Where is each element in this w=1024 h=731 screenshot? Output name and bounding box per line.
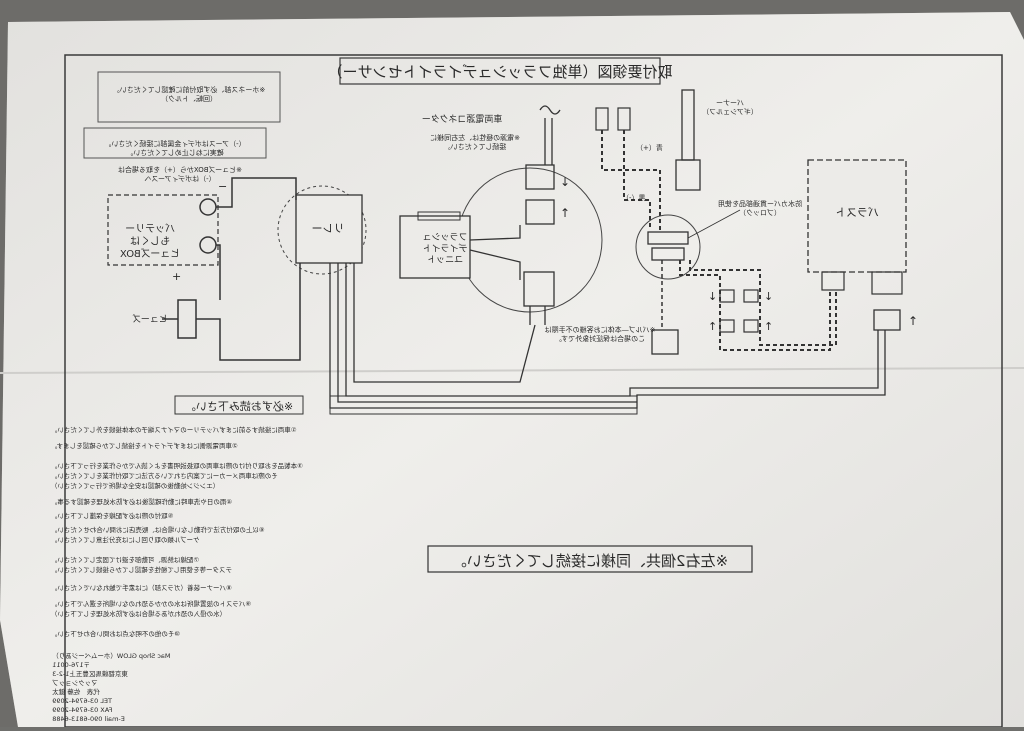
caution-item: テスター等を使用して極性を確認してから接続してください。: [51, 565, 239, 574]
relay-highlight-circle: [277, 185, 367, 275]
title-box: [339, 57, 661, 85]
connector-upper: [525, 164, 555, 190]
company-line: マックショップ: [52, 679, 98, 687]
caution-item: ⑦配線は熱源、可動部を避けて固定してください。: [51, 555, 199, 564]
caution-header-box: [174, 395, 304, 415]
flash-daylight-unit: [399, 215, 471, 279]
svg-text:↑: ↑: [908, 314, 918, 328]
vehicle-connector-label: 車両電源コネクター: [422, 113, 503, 125]
caution-item: ⑥以上の取付方法で作動しない場合は、販売店にお問い合わせください。: [51, 525, 265, 534]
bulb-label: バーナー（ギアシェルフ）: [702, 99, 758, 116]
relay-note-box: [97, 71, 281, 123]
svg-text:↓: ↓: [708, 290, 717, 303]
company-line: 〒176-0011: [52, 661, 90, 669]
wire-minus-relay: [216, 177, 297, 208]
company-info: Mac Shop GLOW（ホームページあり） 〒176-0011 東京都練馬区…: [52, 652, 171, 723]
ballast-harness: [679, 260, 831, 351]
connector-bottom: [523, 271, 555, 307]
svg-text:↑: ↑: [764, 320, 773, 333]
company-line: FAX 03-6794-2099: [52, 706, 112, 714]
caution-item: ⑨バラストの設置場所は水のかかる恐れのない場所を選んで下さい。: [51, 599, 251, 608]
arrow-down: ↓: [560, 175, 570, 189]
caution-item: ②車両電源側にはまずデイライトを接続してから確認をします。: [51, 441, 238, 450]
bottom-note-box: [427, 545, 753, 573]
caution-item: ①車両に接続する前にまずバッテリーのマイナス端子の本体接続を外してください。: [51, 425, 297, 434]
ballast-label: バラスト: [835, 206, 879, 219]
caution-item: （エンジン始動後の確認は安全な場所で行ってください）: [51, 481, 223, 490]
caution-item: ケーブル類の取り回しには充分注意してください。: [51, 535, 206, 544]
ballast-box: [807, 159, 907, 273]
vehicle-connector-note: ※電源の極性は、左右同様に接続してください。: [430, 133, 520, 151]
ground-note: （-）アースはボディ金属部に接続ください。確実にねじ止めしてください。: [104, 139, 245, 157]
caution-item: （水の侵入の恐れがある場合は必ず防水処理をして下さい）: [51, 609, 230, 618]
minus-sign: −: [218, 180, 227, 193]
bottom-note: ※左右2個共、同様に接続してください。: [452, 552, 728, 570]
company-line: E-mail 090-6813-6488: [52, 715, 125, 723]
wire-fuse-relay: [196, 263, 301, 361]
svg-text:↓: ↓: [764, 290, 773, 303]
battery-fuse-label: バッテリーもしくはヒューズBOX: [120, 223, 180, 260]
wire-blue: [601, 130, 661, 230]
wire-black-label: 黒（-）: [622, 194, 646, 202]
wire-blue-label: 青（+）: [636, 143, 663, 152]
wave-symbol: [539, 105, 561, 115]
fold-line: [0, 367, 1024, 374]
caution-item: ④雨の日や洗車時に動作確認後は必ず防水処理を確認する事。: [51, 497, 232, 506]
svg-text:↑: ↑: [708, 320, 717, 333]
fuse-label: ヒューズ: [132, 313, 168, 325]
connector-lower: [525, 199, 555, 225]
caution-list: ①車両に接続する前にまずバッテリーのマイナス端子の本体接続を外してください。 ②…: [51, 425, 303, 638]
plus-sign: +: [172, 270, 181, 283]
waterproof-label: 防水カバー貫通部品を使用（ブロック）: [718, 199, 802, 217]
caution-header: ※必ずお読み下さい。: [185, 399, 293, 413]
flash-unit-label: フラッシュデイライトユニット: [422, 232, 467, 266]
relay-label: リレー: [312, 222, 345, 235]
arrow-up: ↑: [560, 206, 570, 220]
caution-item: その際は車両メーカーにて案内されている方法にて取付作業をしてください。: [51, 471, 284, 480]
bulb-base-connector: [651, 329, 679, 355]
diagram-title: 取付要領図（単独フラッシュデイライトセンサー）: [327, 63, 672, 81]
lower-note: ※バルブ―本体にお客様の不手際はこの場合は保証対象外です。: [545, 325, 656, 343]
relay-top-note: ※ホーネス部、必ず取付前に確認してください。（回転、トルク）: [113, 85, 265, 103]
relay-box: [295, 194, 363, 264]
caution-item: ⑩その他の不明な点はお問い合わせ下さい。: [51, 629, 180, 638]
caution-item: ③本製品をお取り付けの際は車両の取扱説明書をよく読んでから作業を行って下さい。: [51, 461, 303, 470]
company-line: 代表 佐藤 健太: [52, 687, 100, 696]
company-line: Mac Shop GLOW（ホームページあり）: [52, 652, 170, 660]
relay-note: ※ヒューズBOXから（+）を取る場合は（-）はボディアースへ: [118, 165, 242, 183]
ballast-power-connector: [873, 309, 901, 331]
waterproof-highlight-circle: [635, 214, 701, 280]
battery-fuse-box: [107, 194, 219, 266]
wire-black: [623, 130, 651, 230]
ground-note-box: [83, 127, 267, 159]
caution-item: ⑧バーナー装着（ガラス部）には素手で触れないでください。: [51, 583, 232, 592]
company-line: TEL 03-6794-2099: [52, 697, 113, 705]
company-line: 東京都練馬区豊玉上1-2-3: [52, 669, 128, 678]
caution-item: ⑤取付の際は必ず配線を保護して下さい。: [51, 511, 174, 520]
